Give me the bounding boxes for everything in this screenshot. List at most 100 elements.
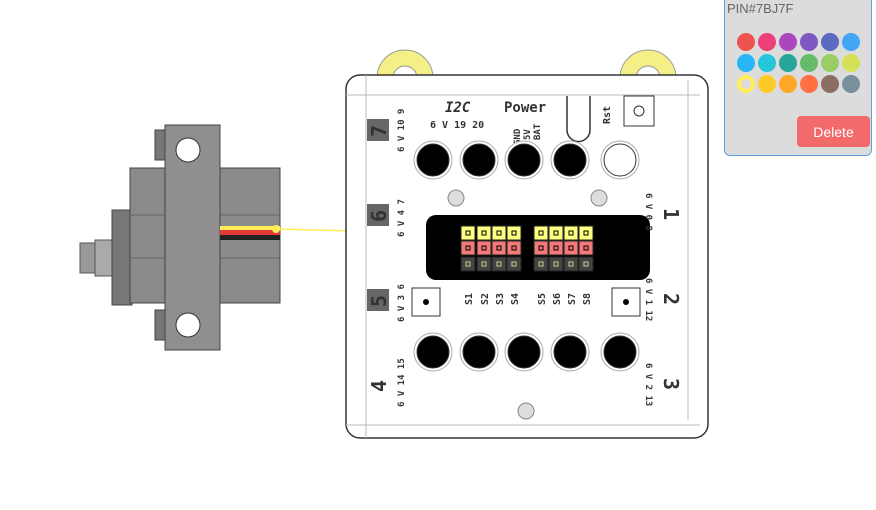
servo-port-label: S6 <box>552 293 563 305</box>
port-number: 2 <box>659 293 683 305</box>
color-swatch[interactable] <box>821 54 839 72</box>
pin-hole <box>465 230 471 236</box>
header-pin[interactable] <box>548 256 564 272</box>
color-palette <box>737 33 860 93</box>
antenna <box>566 96 591 143</box>
header-pin[interactable] <box>476 256 492 272</box>
header-pin[interactable] <box>506 225 522 241</box>
header-pin[interactable] <box>533 256 549 272</box>
color-swatch[interactable] <box>758 33 776 51</box>
servo-port-label: S1 <box>464 293 475 305</box>
port-pin-label: 6 V 14 15 <box>397 358 407 407</box>
port-socket-hole <box>416 335 450 369</box>
port-pin-label: 6 V 2 13 <box>643 363 653 406</box>
header-pin[interactable] <box>476 240 492 256</box>
pin-hole <box>496 261 502 267</box>
wire-end-handle[interactable] <box>272 225 280 233</box>
power-label: Power <box>504 100 546 116</box>
delete-button[interactable]: Delete <box>797 116 870 147</box>
color-swatch[interactable] <box>800 75 818 93</box>
header-pin[interactable] <box>578 256 594 272</box>
screw-icon <box>447 189 465 207</box>
header-pin[interactable] <box>563 256 579 272</box>
color-swatch[interactable] <box>758 75 776 93</box>
color-swatch[interactable] <box>842 54 860 72</box>
pin-id-label: PIN#7BJ7F <box>727 1 794 16</box>
pin-hole <box>465 261 471 267</box>
port-number: 5 <box>367 295 391 307</box>
color-swatch[interactable] <box>842 75 860 93</box>
servo-port-label: S5 <box>537 293 548 305</box>
servo-port-label: S7 <box>567 293 578 305</box>
pin-hole <box>553 245 559 251</box>
header-pin[interactable] <box>491 256 507 272</box>
header-pin[interactable] <box>460 256 476 272</box>
screw-icon <box>590 189 608 207</box>
color-swatch[interactable] <box>758 54 776 72</box>
header-pin[interactable] <box>506 256 522 272</box>
pin-hole <box>481 230 487 236</box>
pin-hole <box>538 245 544 251</box>
header-pin[interactable] <box>460 225 476 241</box>
color-swatch[interactable] <box>842 33 860 51</box>
reset-label: Rst <box>602 106 613 124</box>
color-swatch[interactable] <box>737 33 755 51</box>
reset-button[interactable] <box>623 95 655 127</box>
header-pin[interactable] <box>578 225 594 241</box>
header-pin[interactable] <box>460 240 476 256</box>
pin-hole <box>511 245 517 251</box>
color-swatch[interactable] <box>821 75 839 93</box>
port-socket-hole <box>553 143 587 177</box>
screw-icon <box>517 402 535 420</box>
header-pin[interactable] <box>506 240 522 256</box>
pin-hole <box>538 230 544 236</box>
port-number: 1 <box>659 208 683 220</box>
servo-motor[interactable] <box>79 124 281 351</box>
port-socket-hole <box>416 143 450 177</box>
color-swatch[interactable] <box>800 54 818 72</box>
port-pin-label: 6 V 3 6 <box>397 284 407 322</box>
color-swatch[interactable] <box>779 75 797 93</box>
header-pin[interactable] <box>491 240 507 256</box>
header-pin[interactable] <box>548 225 564 241</box>
header-pin[interactable] <box>563 240 579 256</box>
header-pin[interactable] <box>476 225 492 241</box>
power-pin-bat: BAT <box>533 123 543 140</box>
color-swatch[interactable] <box>737 54 755 72</box>
pin-hole <box>568 261 574 267</box>
pin-hole <box>496 230 502 236</box>
color-swatch[interactable] <box>800 33 818 51</box>
header-pin[interactable] <box>491 225 507 241</box>
pin-hole <box>538 261 544 267</box>
pin-hole <box>511 261 517 267</box>
pin-hole <box>583 245 589 251</box>
header-pin[interactable] <box>533 240 549 256</box>
color-swatch[interactable] <box>821 33 839 51</box>
pin-hole <box>568 245 574 251</box>
pin-hole <box>568 230 574 236</box>
port-socket-hole <box>462 143 496 177</box>
servo-port-label: S8 <box>582 293 593 305</box>
port-number: 4 <box>367 380 391 392</box>
port-pin-label: 6 V 0 8 <box>643 193 653 231</box>
i2c-label: I2C <box>445 100 471 116</box>
port-socket-hole <box>462 335 496 369</box>
servo-port-label: S3 <box>495 293 506 305</box>
pin-hole <box>553 230 559 236</box>
servo-port-label: S2 <box>480 293 491 305</box>
color-swatch[interactable] <box>737 75 755 93</box>
header-pin[interactable] <box>563 225 579 241</box>
port-number: 7 <box>367 125 391 137</box>
color-swatch[interactable] <box>779 33 797 51</box>
pin-hole <box>511 230 517 236</box>
header-pin[interactable] <box>578 240 594 256</box>
port-socket-hole <box>603 143 637 177</box>
header-pin[interactable] <box>533 225 549 241</box>
header-pin[interactable] <box>548 240 564 256</box>
port-number: 6 <box>367 210 391 222</box>
pin-hole <box>553 261 559 267</box>
color-swatch[interactable] <box>779 54 797 72</box>
port-socket-hole <box>507 143 541 177</box>
